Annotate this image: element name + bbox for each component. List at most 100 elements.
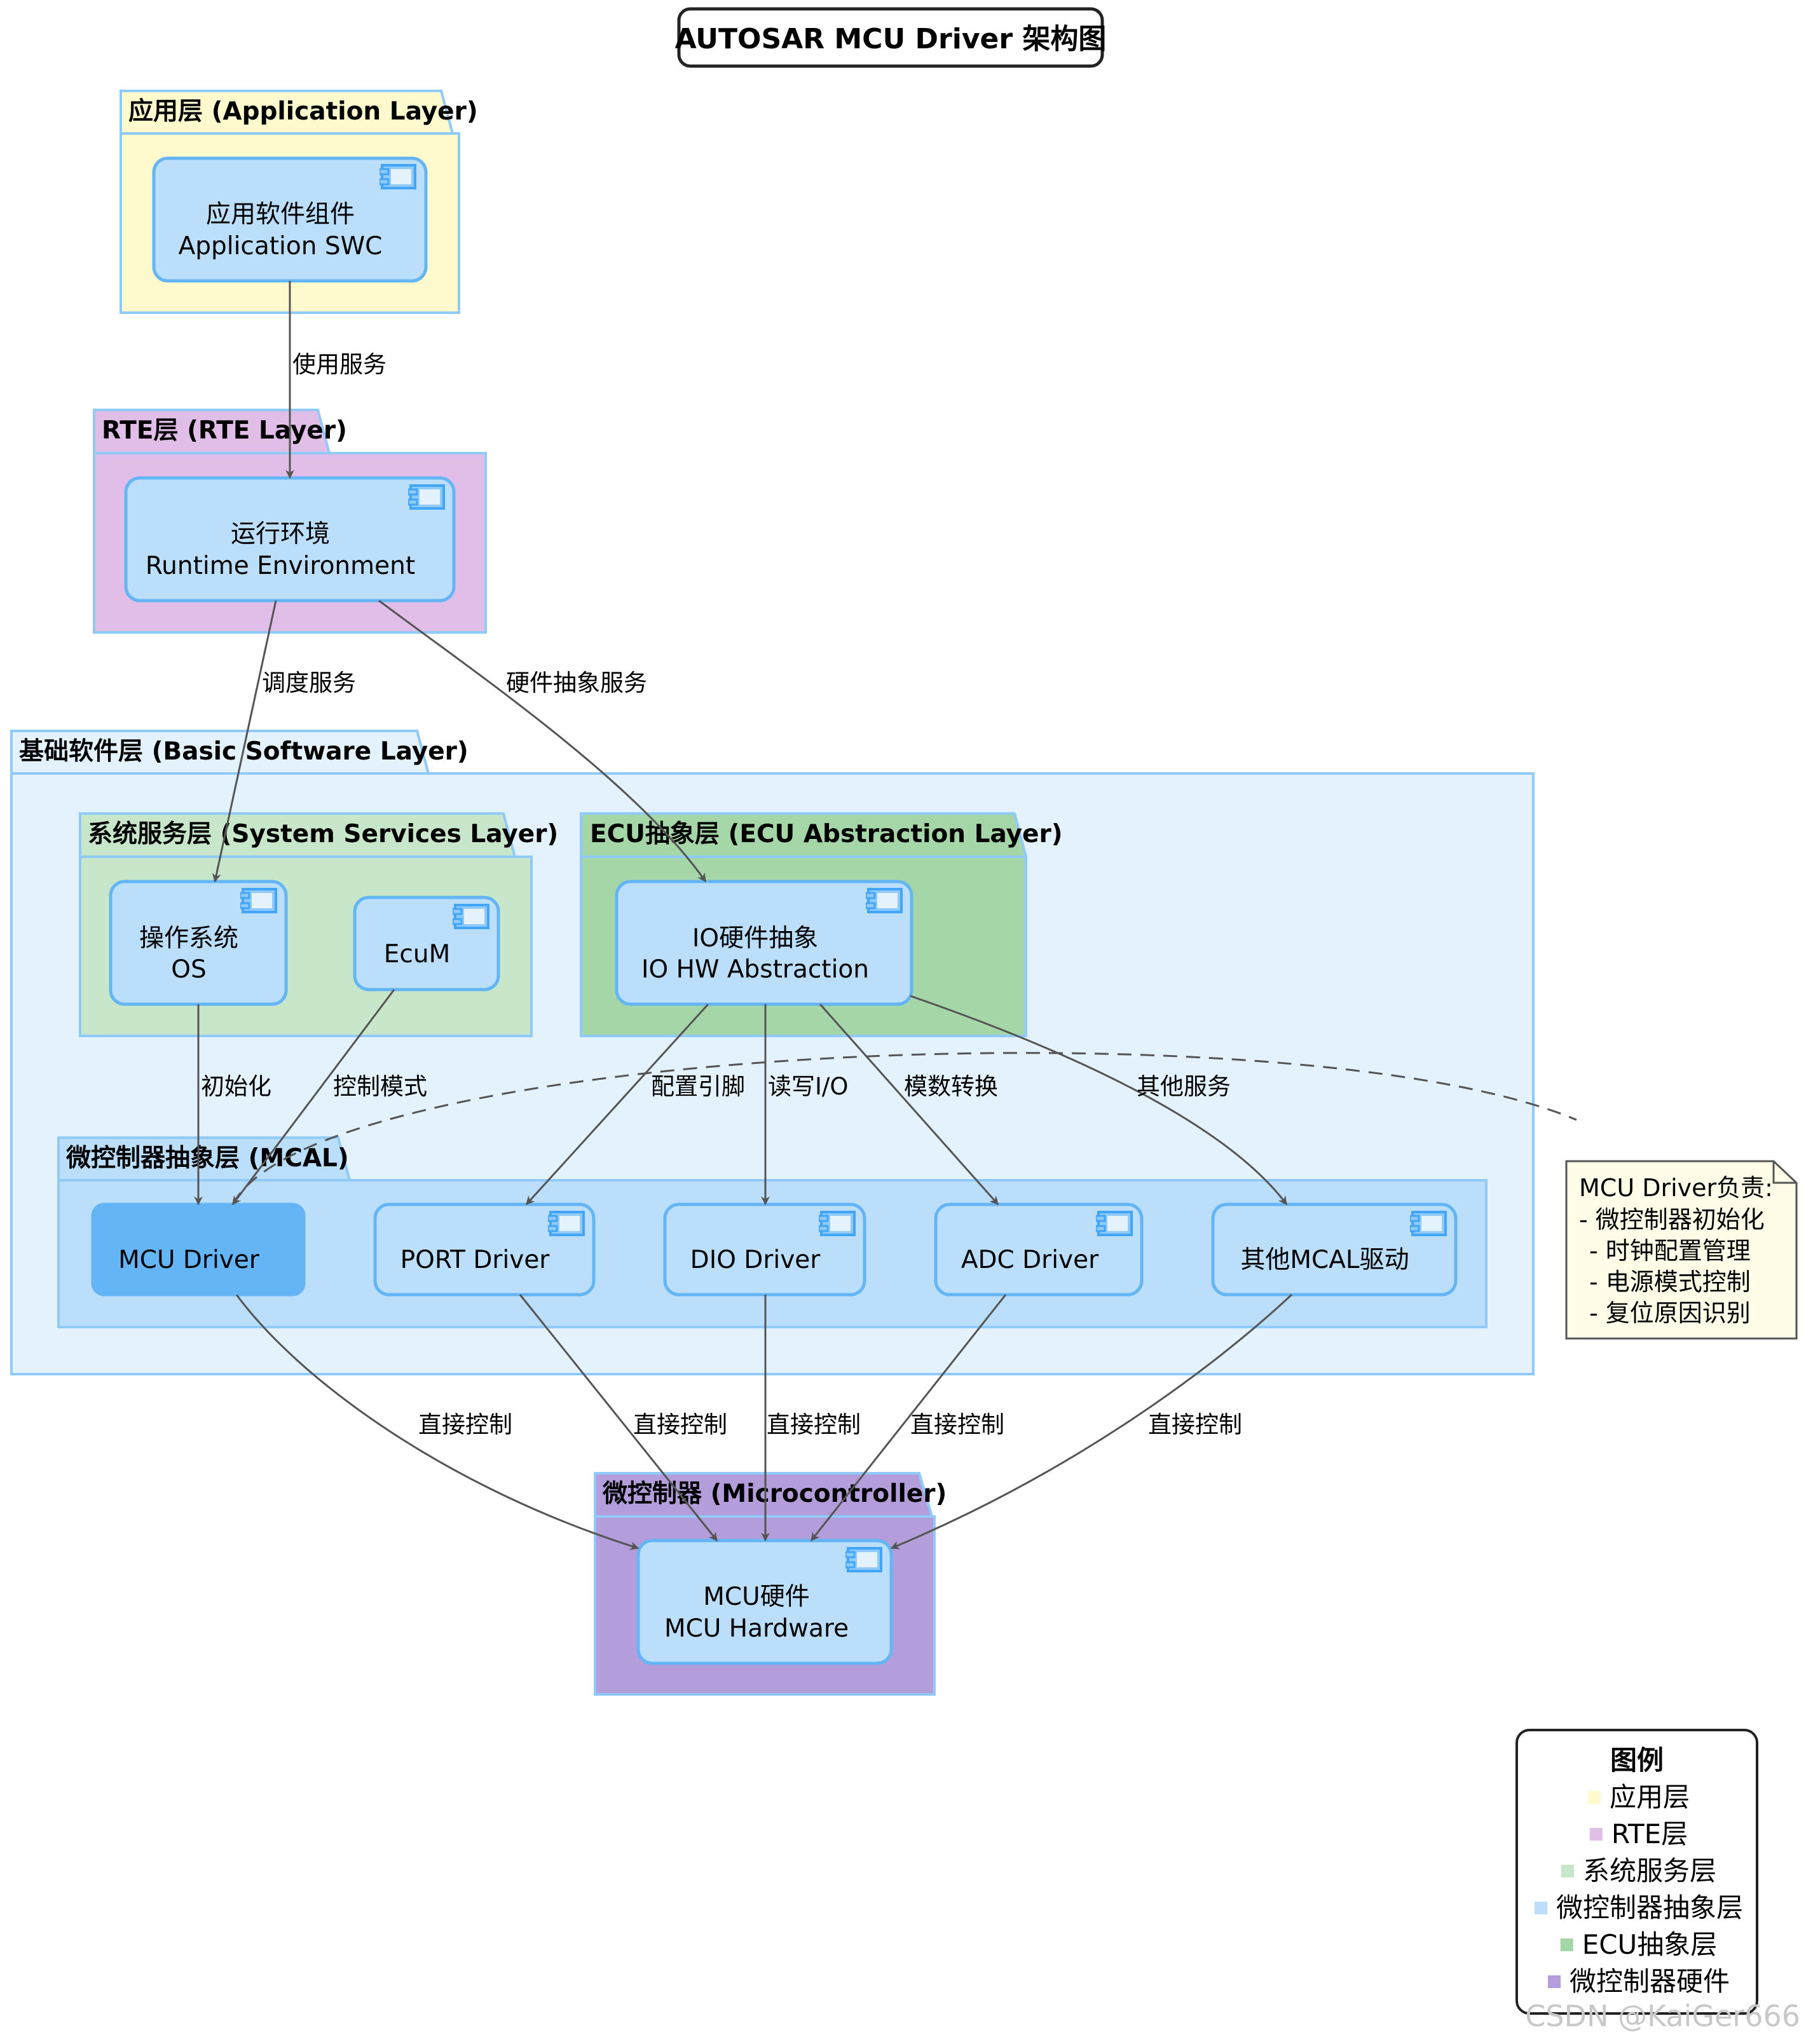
legend-item: RTE层	[1589, 1818, 1688, 1850]
component-dio-driver[interactable]: DIO Driver	[663, 1203, 866, 1297]
svg-text:- 时钟配置管理: - 时钟配置管理	[1589, 1237, 1751, 1265]
legend-swatch	[1561, 1865, 1574, 1877]
edge-label-config-pin: 配置引脚	[651, 1073, 745, 1100]
svg-text:DIO Driver: DIO Driver	[690, 1246, 821, 1274]
legend-item-label: 微控制器硬件	[1570, 1966, 1730, 1997]
legend-item-label: 系统服务层	[1583, 1855, 1716, 1886]
edge-label-adc-conv: 模数转换	[904, 1073, 998, 1100]
edge-adc-conv	[819, 1004, 999, 1206]
component-ecum[interactable]: EcuM	[353, 896, 500, 991]
edge-direct-port	[519, 1294, 718, 1542]
component-icon	[845, 1547, 882, 1572]
component-icon	[1410, 1211, 1447, 1236]
svg-text:- 电源模式控制: - 电源模式控制	[1589, 1268, 1751, 1296]
svg-text:Runtime Environment: Runtime Environment	[146, 552, 415, 580]
component-port-driver[interactable]: PORT Driver	[373, 1203, 596, 1297]
svg-text:IO硬件抽象: IO硬件抽象	[692, 924, 818, 953]
component-io-hw-abstraction[interactable]: IO硬件抽象 IO HW Abstraction	[615, 880, 913, 1006]
svg-text:- 微控制器初始化: - 微控制器初始化	[1579, 1206, 1765, 1234]
component-icon	[240, 888, 277, 913]
legend-item-label: RTE层	[1611, 1818, 1688, 1850]
component-icon	[1096, 1211, 1133, 1236]
edge-labels: 使用服务 调度服务 硬件抽象服务 初始化 控制模式 配置引脚 读写I/O 模数转…	[201, 351, 1242, 1438]
component-mcu-driver[interactable]: MCU Driver	[91, 1203, 306, 1297]
edge-hw-abstract	[378, 599, 707, 883]
legend-swatch	[1534, 1902, 1547, 1914]
svg-text:其他MCAL驱动: 其他MCAL驱动	[1240, 1246, 1409, 1274]
edge-direct-mcu	[235, 1294, 640, 1550]
svg-text:MCU硬件: MCU硬件	[703, 1583, 809, 1611]
diagram-title: AUTOSAR MCU Driver 架构图	[675, 7, 1107, 68]
package-label: ECU抽象层 (ECU Abstraction Layer)	[590, 820, 1063, 848]
svg-text:操作系统: 操作系统	[139, 924, 238, 953]
edge-label-control-mode: 控制模式	[333, 1073, 427, 1100]
edge-label-other-service: 其他服务	[1137, 1073, 1231, 1100]
package-label: 应用层 (Application Layer)	[128, 97, 478, 126]
legend-item: 应用层	[1587, 1782, 1690, 1813]
package-label: 系统服务层 (System Services Layer)	[88, 820, 558, 848]
svg-text:EcuM: EcuM	[384, 940, 450, 969]
component-mcu-hardware[interactable]: MCU硬件 MCU Hardware	[636, 1539, 893, 1665]
edge-label-direct-dio: 直接控制	[767, 1411, 861, 1438]
svg-text:ADC Driver: ADC Driver	[961, 1246, 1099, 1274]
edge-label-schedule: 调度服务	[262, 669, 356, 697]
svg-text:PORT Driver: PORT Driver	[400, 1246, 551, 1274]
legend-swatch	[1587, 1791, 1601, 1804]
edge-label-direct-adc: 直接控制	[910, 1411, 1004, 1438]
component-icon	[408, 484, 445, 510]
svg-text:Application SWC: Application SWC	[179, 232, 383, 261]
edge-label-direct-mcu: 直接控制	[418, 1411, 512, 1438]
legend-title: 图例	[1610, 1745, 1664, 1776]
legend-swatch	[1589, 1828, 1603, 1841]
component-icon	[453, 904, 489, 929]
edge-direct-other	[890, 1293, 1293, 1550]
svg-text:运行环境: 运行环境	[231, 520, 330, 548]
edge-label-read-write: 读写I/O	[768, 1073, 849, 1100]
legend-item: 系统服务层	[1561, 1855, 1716, 1886]
edge-label-direct-other: 直接控制	[1148, 1411, 1242, 1438]
component-application-swc[interactable]: 应用软件组件 Application SWC	[152, 156, 428, 283]
legend-item: 微控制器硬件	[1547, 1966, 1730, 1997]
component-icon	[819, 1211, 856, 1236]
edge-direct-adc	[810, 1294, 1007, 1542]
legend-item: 微控制器抽象层	[1534, 1892, 1743, 1923]
svg-text:OS: OS	[171, 955, 206, 984]
package-label: RTE层 (RTE Layer)	[102, 416, 347, 445]
note-mcu-driver-responsibilities: MCU Driver负责: - 微控制器初始化 - 时钟配置管理 - 电源模式控…	[1565, 1160, 1798, 1340]
edge-label-direct-port: 直接控制	[633, 1411, 727, 1438]
component-icon	[866, 888, 903, 913]
legend-item-label: 微控制器抽象层	[1556, 1892, 1743, 1923]
watermark: CSDN @KaiGer666	[1525, 1999, 1800, 2033]
svg-text:MCU Driver: MCU Driver	[118, 1246, 260, 1274]
legend-swatch	[1547, 1975, 1561, 1988]
legend-item-label: 应用层	[1610, 1782, 1690, 1813]
svg-text:IO HW Abstraction: IO HW Abstraction	[641, 955, 869, 984]
legend-item: ECU抽象层	[1560, 1929, 1718, 1960]
legend-item-label: ECU抽象层	[1582, 1929, 1718, 1960]
edge-label-hw-abstract: 硬件抽象服务	[506, 669, 647, 697]
edge-other-service	[910, 995, 1288, 1206]
legend-swatch	[1560, 1938, 1573, 1951]
edge-label-init: 初始化	[201, 1073, 271, 1100]
edge-label-use-service: 使用服务	[292, 351, 387, 378]
note-connector	[231, 1052, 1577, 1205]
svg-text:MCU Hardware: MCU Hardware	[664, 1614, 849, 1643]
svg-text:- 复位原因识别: - 复位原因识别	[1589, 1299, 1751, 1327]
component-icon	[548, 1211, 585, 1236]
edge-config-pin	[525, 1003, 709, 1206]
component-os[interactable]: 操作系统 OS	[109, 880, 288, 1006]
package-label: 微控制器抽象层 (MCAL)	[65, 1144, 349, 1173]
component-other-mcal-driver[interactable]: 其他MCAL驱动	[1211, 1203, 1458, 1297]
edges	[194, 281, 1293, 1550]
title-text: AUTOSAR MCU Driver 架构图	[675, 23, 1107, 55]
edge-control-mode	[231, 989, 395, 1206]
component-icon	[380, 164, 416, 189]
svg-text:MCU Driver负责:: MCU Driver负责:	[1579, 1174, 1773, 1202]
component-runtime-environment[interactable]: 运行环境 Runtime Environment	[124, 476, 456, 603]
svg-text:应用软件组件: 应用软件组件	[206, 200, 355, 229]
component-adc-driver[interactable]: ADC Driver	[934, 1203, 1144, 1297]
edge-schedule	[212, 600, 277, 883]
package-label: 微控制器 (Microcontroller)	[602, 1480, 947, 1508]
